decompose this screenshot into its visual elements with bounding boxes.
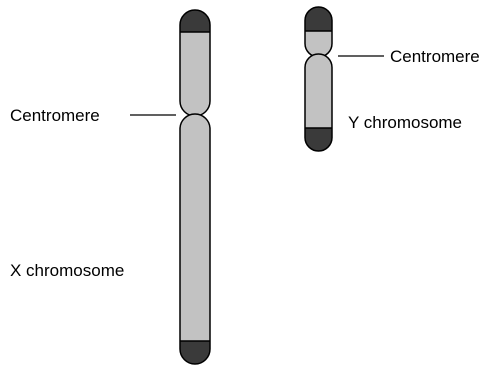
- x-chromosome-upper-arm: [178, 8, 212, 120]
- x-chromosome: [178, 8, 212, 366]
- x-lower-telomere: [178, 341, 212, 366]
- x-chromosome-lower-arm: [178, 112, 212, 366]
- y-chromosome-upper-arm: [303, 5, 334, 59]
- y-centromere-label: Centromere: [390, 47, 480, 66]
- y-lower-telomere: [303, 128, 334, 153]
- y-upper-telomere: [303, 5, 334, 31]
- y-chromosome-label: Y chromosome: [348, 113, 462, 132]
- x-upper-telomere: [178, 8, 212, 32]
- y-chromosome: [303, 5, 334, 153]
- x-centromere-label: Centromere: [10, 106, 100, 125]
- x-chromosome-label: X chromosome: [10, 261, 124, 280]
- y-chromosome-lower-arm: [303, 52, 334, 153]
